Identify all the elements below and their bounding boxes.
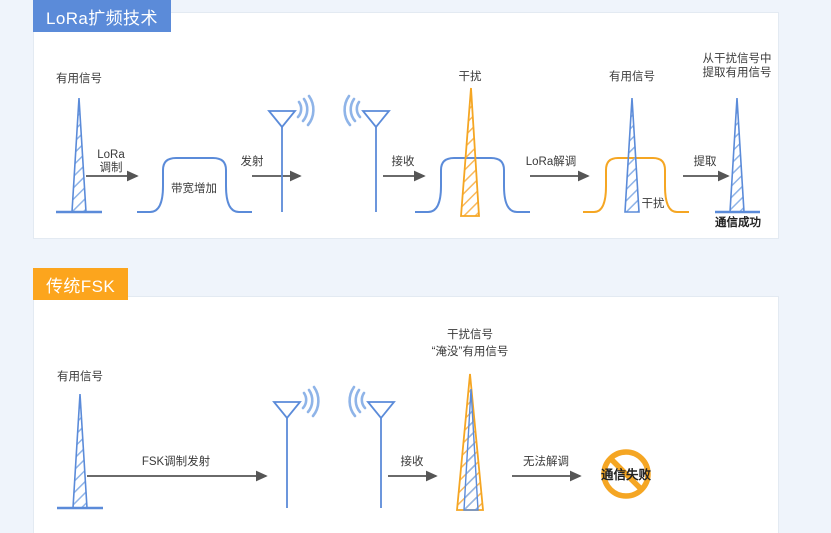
label-interference-small: 干扰 [641,198,665,210]
antenna-icon-tx [267,94,315,212]
label-extract-title-line1: 从干扰信号中 [702,53,772,65]
blue-signal-spike-icon-demodulated [624,97,640,213]
label-fsk-modulate-transmit: FSK调制发射 [141,456,211,468]
radio-waves-icon-rx [343,94,362,127]
antenna-icon-rx [343,94,391,212]
label-bandwidth-increase: 带宽增加 [171,183,217,195]
label-cannot-demodulate: 无法解调 [523,456,569,468]
label-extract-title-line2: 提取有用信号 [702,67,772,79]
blue-signal-spike-icon-fsk-buried [463,388,479,511]
section-title-lora: LoRa扩频技术 [46,8,158,28]
antenna-icon-fsk-rx [348,385,396,508]
radio-waves-icon-fsk-tx [301,385,320,418]
label-communication-success: 通信成功 [715,217,761,229]
label-useful-signal-lora: 有用信号 [609,71,655,83]
section-header-lora: LoRa扩频技术 [33,0,171,32]
bandwidth-curve-icon [137,157,252,213]
section-title-fsk: 传统FSK [46,276,116,296]
label-communication-failure: 通信失败 [600,468,652,482]
radio-waves-icon-fsk-rx [348,385,367,418]
label-interference-title-line1: 干扰信号 [447,329,493,341]
radio-waves-icon-tx [296,94,315,127]
label-interference-lora: 干扰 [458,71,482,83]
label-source-signal-lora: 有用信号 [56,73,102,85]
prohibition-icon [601,449,651,499]
blue-signal-spike-icon-extracted [715,97,760,214]
label-receive-fsk: 接收 [400,456,424,468]
lora-panel [33,12,779,239]
fsk-panel [33,296,779,533]
blue-signal-spike-icon-fsk-source [57,393,103,510]
label-extract: 提取 [693,156,717,168]
label-lora-modulate-line2: 调制 [99,162,123,174]
label-interference-title-line2: “淹没”有用信号 [431,346,509,358]
blue-signal-spike-icon [56,97,102,214]
label-receive-lora: 接收 [391,156,415,168]
label-lora-modulate-line1: LoRa [97,149,125,161]
orange-interference-spike-icon [460,87,480,217]
antenna-icon-fsk-tx [272,385,320,508]
section-header-fsk: 传统FSK [33,268,129,300]
label-transmit: 发射 [240,156,264,168]
label-source-signal-fsk: 有用信号 [57,371,103,383]
label-lora-demodulate: LoRa解调 [525,156,577,168]
